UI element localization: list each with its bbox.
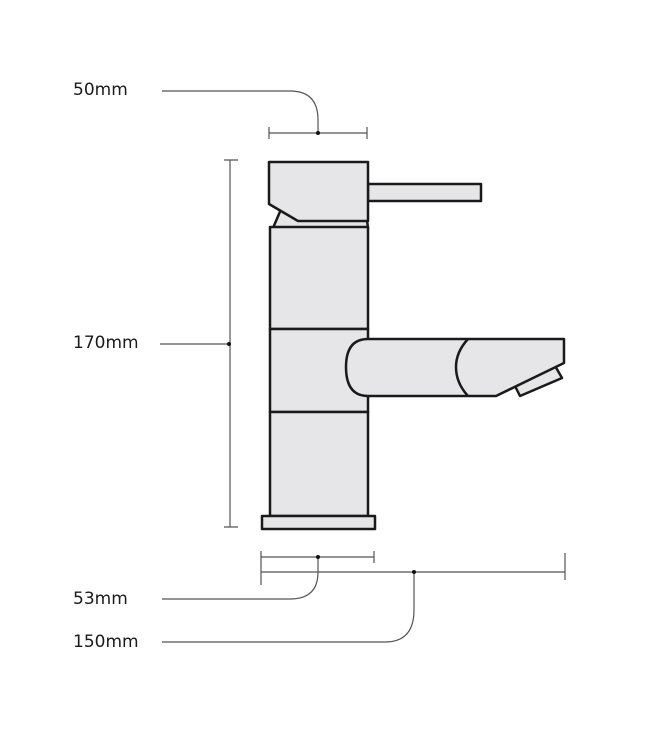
- faucet-body: [260, 160, 566, 531]
- dimension-label-base-width: 53mm: [73, 589, 128, 609]
- dimension-lines: [160, 90, 566, 643]
- dimension-label-reach: 150mm: [73, 632, 139, 652]
- dimension-label-height: 170mm: [73, 333, 139, 353]
- dimension-label-width-top: 50mm: [73, 80, 128, 100]
